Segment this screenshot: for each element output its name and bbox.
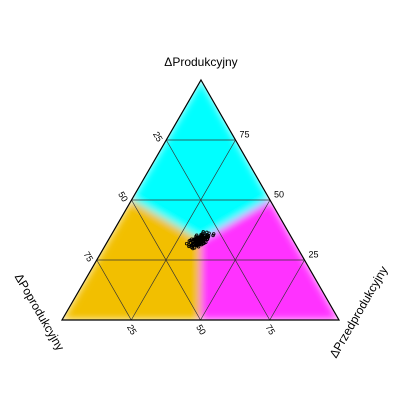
grid-line-right-25 bbox=[130, 139, 236, 321]
triangle-border bbox=[60, 78, 341, 321]
grid-line-right-50 bbox=[200, 199, 271, 321]
data-point bbox=[191, 246, 195, 251]
data-point bbox=[204, 240, 208, 244]
tick-labels: 25 25 25 50 50 50 75 75 75 bbox=[82, 129, 319, 336]
tick-right-25: 25 bbox=[125, 323, 139, 337]
axis-label-left: ΔPoprodukcyjny bbox=[12, 271, 67, 353]
tick-top-25: 25 bbox=[308, 249, 318, 259]
data-point bbox=[212, 232, 216, 236]
tick-right-50: 50 bbox=[194, 323, 208, 337]
tick-left-25: 25 bbox=[151, 130, 165, 144]
data-point bbox=[199, 232, 203, 237]
grid-line-left-75 bbox=[96, 259, 132, 321]
data-point bbox=[196, 236, 201, 241]
data-point bbox=[192, 246, 197, 250]
axis-label-top: ΔProdukcyjny bbox=[164, 55, 237, 69]
tick-right-75: 75 bbox=[264, 323, 278, 337]
tick-left-75: 75 bbox=[82, 250, 96, 264]
ternary-grid bbox=[96, 139, 305, 321]
data-point bbox=[191, 243, 196, 247]
data-point bbox=[192, 237, 196, 241]
tick-top-50: 50 bbox=[274, 189, 284, 199]
data-point bbox=[184, 241, 189, 246]
data-point bbox=[194, 243, 199, 248]
data-point bbox=[203, 235, 208, 239]
data-point bbox=[200, 235, 204, 240]
tick-left-50: 50 bbox=[116, 190, 130, 204]
grid-line-left-25 bbox=[165, 139, 271, 321]
axis-label-right: ΔPrzedprodukcyjny bbox=[327, 264, 391, 361]
triangle-frame bbox=[60, 78, 341, 321]
tick-top-75: 75 bbox=[239, 129, 249, 139]
data-point bbox=[195, 240, 200, 245]
data-point bbox=[205, 233, 210, 237]
grid-line-right-75 bbox=[269, 259, 305, 321]
grid-line-left-50 bbox=[131, 199, 201, 321]
data-point bbox=[195, 233, 199, 237]
data-point bbox=[187, 244, 191, 249]
data-points bbox=[184, 230, 216, 251]
